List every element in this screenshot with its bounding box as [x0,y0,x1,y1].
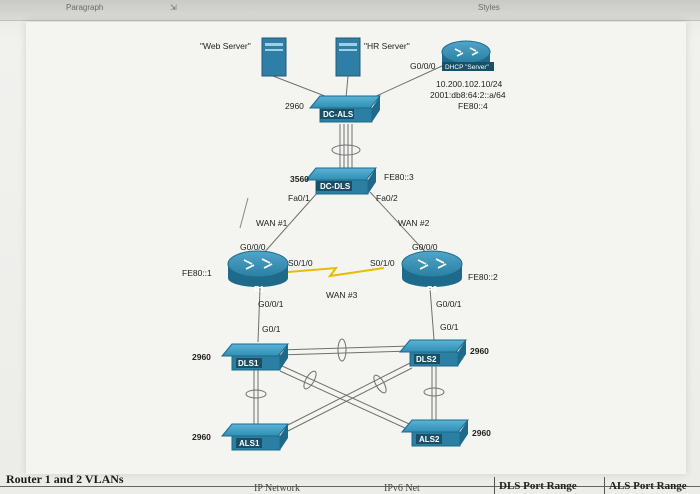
dc-als-model: 2960 [285,101,304,111]
dls2-name: DLS2 [416,355,437,364]
als1-name: ALS1 [239,439,260,448]
r1-s010-label: S0/1/0 [288,258,313,268]
r1-ll-label: FE80::1 [182,268,212,278]
r2-name: R2 [427,285,438,294]
link-webserver-dcals [272,75,331,99]
r1-router [227,250,289,287]
link-dls1-als1-bundle [253,370,259,424]
fa02-label: Fa0/2 [376,193,398,203]
link-r1-dls1 [257,287,261,343]
link-dls2-als1-bundle [281,361,413,435]
als2-name: ALS2 [419,435,440,444]
section-heading: Router 1 and 2 VLANs [6,472,124,486]
paragraph-dialog-launcher-icon[interactable]: ⇲ [170,3,177,12]
r2-g001-label: G0/0/1 [436,299,462,309]
dhcp-ipv4-label: 10.200.102.10/24 [436,79,502,89]
fa01-label: Fa0/1 [288,193,310,203]
dhcp-ipv6-label: 2001:db8:64:2::a/64 [430,90,506,100]
wan2-label: WAN #2 [398,218,430,228]
r2-g000-label: G0/0/0 [412,242,438,252]
web-server-label: "Web Server" [200,41,251,51]
r1-name: R1 [254,285,265,294]
link-dls1-als2-bundle [279,364,419,435]
als2-model: 2960 [472,428,491,438]
link-hrserver-dcals [345,75,349,99]
r2-ll-label: FE80::2 [468,272,498,282]
annotation-pen-mark [239,197,249,229]
etherchannel-dc-icon [331,144,361,156]
etherchannel-dls-icon [337,338,347,362]
link-r2-dls2 [429,287,435,341]
link-dcdls-r2 [369,191,429,256]
dls2-model: 2960 [470,346,489,356]
link-dcals-dcdls-bundle [339,124,353,168]
dls1-g01-label: G0/1 [262,324,281,334]
hr-server-label: "HR Server" [364,41,410,51]
dhcp-server-label: DHCP "Server" [445,64,490,71]
col-dls-port-range: DLS Port Range [494,477,577,494]
dc-dls-model: 3560 [290,174,309,184]
web-server-icon [261,37,287,77]
ribbon-bar: Paragraph ⇲ Styles [0,0,700,21]
etherchannel-dls2-als2-icon [423,387,445,397]
dls1-name: DLS1 [238,359,259,368]
r2-router [401,250,463,287]
link-dhcp-dcals [371,65,443,99]
r2-s010-label: S0/1/0 [370,258,395,268]
als1-model: 2960 [192,432,211,442]
dls1-model: 2960 [192,352,211,362]
wan1-label: WAN #1 [256,218,288,228]
hr-server-icon [335,37,361,77]
col-ip-network: IP Network [254,483,301,494]
col-als-port-range: ALS Port Range [604,477,700,494]
g000-top-label: G0/0/0 [410,61,436,71]
link-dls1-dls2-bundle [277,345,413,356]
etherchannel-dls1-als1-icon [245,389,267,399]
dls2-g01-label: G0/1 [440,322,459,332]
table-top-border [0,486,700,487]
link-dls2-als2-bundle [431,366,437,420]
dc-dls-name: DC-DLS [320,182,351,191]
r1-g001-label: G0/0/1 [258,299,284,309]
link-dcdls-r1 [261,191,319,256]
serial-link-wan3 [287,266,385,278]
wan3-label: WAN #3 [326,290,358,300]
r1-g000-label: G0/0/0 [240,242,266,252]
dc-als-name: DC-ALS [323,110,354,119]
etherchannel-cross1-icon [303,370,317,390]
links [239,65,445,435]
ribbon-paragraph-label[interactable]: Paragraph [66,3,104,12]
ribbon-styles-label[interactable]: Styles [478,3,500,12]
col-ipv6-net: IPv6 Net [384,483,420,494]
dhcp-ll-label: FE80::4 [458,101,488,111]
dc-dls-ll: FE80::3 [384,172,414,182]
etherchannel-cross2-icon [373,374,387,394]
